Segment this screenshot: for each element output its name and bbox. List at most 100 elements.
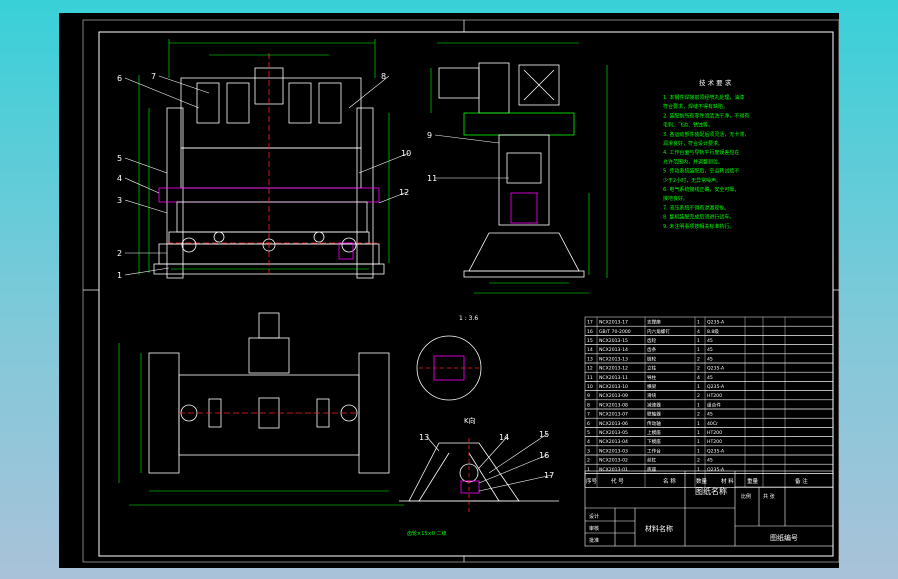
- callout-leader-13: [426, 436, 440, 452]
- bom-cell: GB/T 70-2000: [599, 329, 631, 335]
- note-line: 6. 电气系统接线正确，安全可靠，: [663, 186, 739, 193]
- bom-cell: NCX2013-08: [599, 402, 628, 408]
- bom-header-cell: 序号: [586, 477, 598, 485]
- note-line: 3. 各运动部件装配后须灵活，无卡滞，: [663, 131, 749, 138]
- zone-ticks: [83, 20, 839, 562]
- bom-cell: NCX2013-17: [599, 320, 628, 326]
- bom-cell: 8.8级: [707, 328, 719, 335]
- callout-leader-15: [488, 433, 548, 474]
- bom-cell: 3: [587, 448, 590, 454]
- callout-17: 17: [544, 471, 554, 480]
- bom-cell: NCX2013-07: [599, 412, 628, 418]
- callout-3: 3: [117, 196, 122, 205]
- callout-6: 6: [117, 74, 122, 83]
- bom-cell: NCX2013-02: [599, 458, 628, 464]
- callout-leader-12: [378, 191, 408, 204]
- callout-9: 9: [427, 131, 432, 140]
- bom-cell: NCX2013-06: [599, 421, 628, 427]
- bom-cell: 1: [697, 448, 700, 454]
- bom-cell: 40Cr: [707, 421, 718, 427]
- bom-cell: 齿轮: [647, 337, 657, 344]
- bom-cell: 45: [707, 458, 713, 464]
- notes-title: 技 术 要 求: [699, 78, 732, 87]
- bom-header-cell: 代 号: [611, 477, 624, 485]
- callout-7: 7: [151, 72, 156, 81]
- callout-11: 11: [427, 174, 437, 183]
- callout-16: 16: [539, 451, 549, 460]
- bom-cell: 15: [587, 338, 593, 344]
- bom-cell: 10: [587, 384, 593, 390]
- bom-cell: 1: [697, 421, 700, 427]
- scale-head: 比例: [741, 493, 751, 500]
- scale-label: 1 : 3.6: [459, 315, 478, 322]
- material-name: 材料名称: [645, 524, 673, 533]
- bom-cell: Q235-A: [707, 448, 725, 454]
- k-section-view: [399, 438, 559, 513]
- sheet-head: 共 张: [763, 493, 775, 500]
- bom-cell: 2: [697, 366, 700, 372]
- bom-cell: 丝杠: [647, 457, 657, 464]
- callout-15: 15: [539, 430, 549, 439]
- bom-cell: 1: [697, 430, 700, 436]
- title-block: [584, 470, 834, 547]
- note-line: 允许范围内，并调整到位。: [663, 158, 723, 165]
- bom-cell: 12: [587, 366, 593, 372]
- bom-row: 3 NCX2013-03 工作台 1 Q235-A: [584, 445, 834, 456]
- drawing-border: [98, 31, 834, 557]
- bom-cell: 1: [697, 439, 700, 445]
- bom-cell: 4: [587, 439, 590, 445]
- note-line: 符合要求，焊缝不得有缺陷。: [663, 103, 728, 110]
- bom-cell: 45: [707, 412, 713, 418]
- checker-label: 审核: [589, 525, 599, 532]
- bom-cell: NCX2013-03: [599, 448, 628, 454]
- side-view: [438, 62, 585, 278]
- bom-cell: Q235-A: [707, 320, 725, 326]
- bom-cell: NCX2013-10: [599, 384, 628, 390]
- bom-cell: 传动轴: [647, 420, 661, 427]
- drawing-name: 图纸名称: [695, 486, 727, 496]
- bom-cell: 导柱: [647, 374, 657, 381]
- detail-note: 齿轮×15×0 二级: [407, 530, 447, 537]
- bom-cell: 2: [697, 356, 700, 362]
- bom-cell: 45: [707, 347, 713, 353]
- note-line: 4. 工作台面与导轨平行度误差应在: [663, 149, 739, 156]
- bom-cell: 工作台: [647, 447, 661, 454]
- bom-cell: NCX2013-05: [599, 430, 628, 436]
- callout-leader-16: [478, 454, 548, 484]
- detail-circle: [416, 335, 482, 401]
- bom-cell: 2: [697, 412, 700, 418]
- callout-leader-4: [124, 177, 160, 194]
- callout-12: 12: [399, 188, 409, 197]
- bom-cell: 9: [587, 393, 590, 399]
- callout-leader-14: [478, 436, 508, 469]
- callout-5: 5: [117, 154, 122, 163]
- bom-cell: 上模座: [647, 429, 661, 436]
- bom-cell: HT200: [707, 439, 722, 445]
- bom-cell: NCX2013-09: [599, 393, 628, 399]
- bom-cell: 组合件: [707, 401, 721, 408]
- bom-cell: 横梁: [647, 383, 657, 390]
- bom-cell: 支撑座: [647, 319, 661, 326]
- callout-2: 2: [117, 249, 122, 258]
- bom-cell: 16: [587, 329, 593, 335]
- note-line: 1. 本钢件焊接前须经喷丸处理，油漆: [663, 94, 744, 101]
- note-line: 毛刺、飞边、锈蚀等。: [663, 122, 713, 129]
- bom-cell: 5: [587, 430, 590, 436]
- note-line: 5. 传动系统装配后，空运转试验不: [663, 168, 739, 175]
- callout-1: 1: [117, 271, 122, 280]
- drawing-number: 图纸编号: [770, 533, 798, 542]
- bom-cell: 1: [697, 320, 700, 326]
